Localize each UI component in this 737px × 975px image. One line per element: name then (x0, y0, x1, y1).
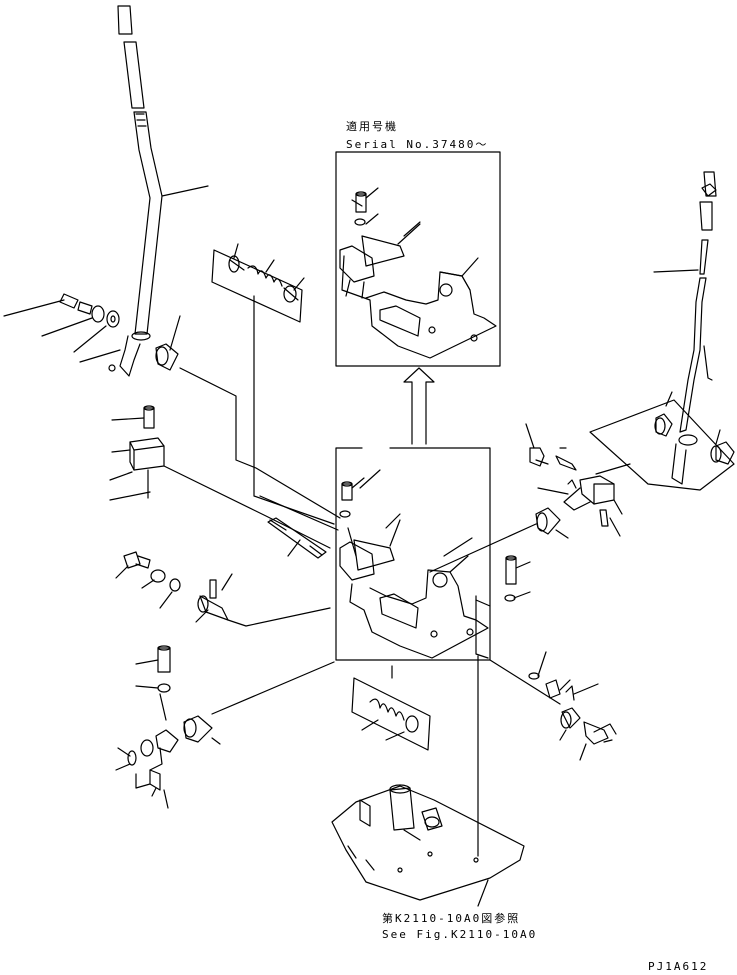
upper-spring-kit (212, 244, 334, 524)
leader-lines-misc (260, 200, 490, 606)
drawing-code: PJ1A612 (648, 960, 709, 973)
left-pin-parts (196, 574, 330, 626)
right-yoke-assembly (526, 424, 630, 536)
lower-right-hardware (490, 652, 616, 760)
reference-note-jp: 第K2110-10A0図参照 (382, 912, 521, 925)
right-floor-plate (590, 392, 734, 490)
left-grease-fittings (4, 294, 120, 362)
left-bolt-set (116, 552, 180, 608)
right-bushing (430, 508, 568, 572)
inset-note-jp: 適用号機 (346, 120, 398, 133)
left-block-clamp (110, 406, 330, 548)
inset-switch-assembly (340, 188, 496, 358)
lever-bushing (156, 316, 340, 518)
main-switch-assembly (340, 478, 488, 658)
reference-note-en: See Fig.K2110-10A0 (382, 928, 538, 941)
right-bolt-washer (476, 556, 530, 658)
floor-plate (332, 656, 524, 906)
lower-spring-kit (352, 666, 430, 750)
lower-left-bushing (184, 662, 334, 744)
right-shift-lever (654, 172, 716, 484)
up-arrow (404, 368, 434, 444)
inset-note-en: Serial No.37480～ (346, 138, 489, 151)
left-shift-lever (109, 6, 208, 376)
lower-left-lever-arm (116, 646, 178, 808)
shift-rod (268, 518, 326, 558)
main-frame (336, 448, 490, 660)
inset-frame (336, 152, 500, 366)
